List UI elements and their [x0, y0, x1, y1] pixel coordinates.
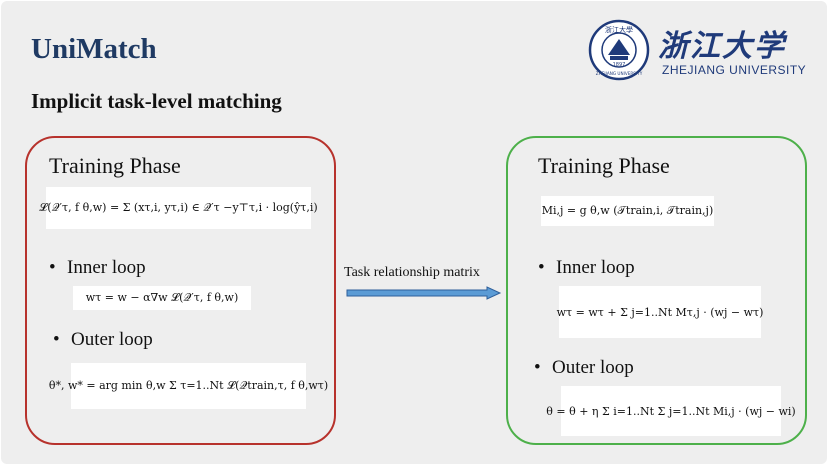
- university-logo: 浙江大學 1897 ZHEJIANG UNIVERSITY 浙江大学 ZHEJI…: [586, 19, 811, 81]
- slide-title: UniMatch: [31, 33, 157, 65]
- university-seal-icon: 浙江大學 1897 ZHEJIANG UNIVERSITY: [588, 19, 650, 81]
- right-inner-formula-text: wτ = wτ + Σ j=1..Nt Mτ,j · (wj − wτ): [556, 305, 764, 319]
- right-outer-loop-bullet: •Outer loop: [534, 357, 634, 378]
- right-arrow-icon: [346, 286, 502, 300]
- left-panel-title: Training Phase: [49, 153, 181, 178]
- task-relationship-label: Task relationship matrix: [344, 265, 480, 280]
- left-inner-loop-label: Inner loop: [67, 257, 146, 278]
- seal-bottom-text: ZHEJIANG UNIVERSITY: [596, 71, 643, 76]
- right-panel-title: Training Phase: [538, 153, 670, 178]
- right-matrix-formula-text: Mi,j = g θ,w (𝒯train,i, 𝒯train,j): [541, 204, 714, 217]
- left-loss-formula-text: 𝓛(𝒬′τ, f θ,w) = Σ (xτ,i, yτ,i) ∈ 𝒬′τ −y⊤…: [39, 201, 318, 214]
- left-training-panel: [25, 136, 336, 445]
- right-matrix-formula: Mi,j = g θ,w (𝒯train,i, 𝒯train,j): [541, 196, 714, 226]
- seal-year: 1897: [613, 62, 626, 68]
- right-outer-formula: θ = θ + η Σ i=1..Nt Σ j=1..Nt Mi,j · (wj…: [546, 386, 796, 436]
- left-inner-formula-text: wτ = w − α∇w 𝓛(𝒬′τ, f θ,w): [85, 291, 239, 304]
- logo-english-name: ZHEJIANG UNIVERSITY: [662, 63, 807, 77]
- right-outer-formula-text: θ = θ + η Σ i=1..Nt Σ j=1..Nt Mi,j · (wj…: [546, 404, 796, 418]
- left-inner-formula: wτ = w − α∇w 𝓛(𝒬′τ, f θ,w): [73, 286, 251, 310]
- right-outer-loop-label: Outer loop: [552, 357, 634, 378]
- left-outer-loop-label: Outer loop: [71, 329, 153, 350]
- left-inner-loop-bullet: •Inner loop: [49, 257, 146, 278]
- right-inner-loop-bullet: •Inner loop: [538, 257, 635, 278]
- logo-chinese-name: 浙江大学: [658, 29, 786, 64]
- left-outer-loop-bullet: •Outer loop: [53, 329, 153, 350]
- left-loss-formula: 𝓛(𝒬′τ, f θ,w) = Σ (xτ,i, yτ,i) ∈ 𝒬′τ −y⊤…: [39, 187, 318, 229]
- left-outer-formula-text: θ*, w* = arg min θ,w Σ τ=1..Nt 𝓛(𝒬train,…: [48, 379, 329, 392]
- seal-top-text: 浙江大學: [605, 25, 633, 34]
- slide-subtitle: Implicit task-level matching: [31, 89, 282, 113]
- left-outer-formula: θ*, w* = arg min θ,w Σ τ=1..Nt 𝓛(𝒬train,…: [49, 363, 328, 409]
- right-inner-loop-label: Inner loop: [556, 257, 635, 278]
- right-inner-formula: wτ = wτ + Σ j=1..Nt Mτ,j · (wj − wτ): [556, 286, 764, 338]
- right-training-panel: [506, 136, 807, 445]
